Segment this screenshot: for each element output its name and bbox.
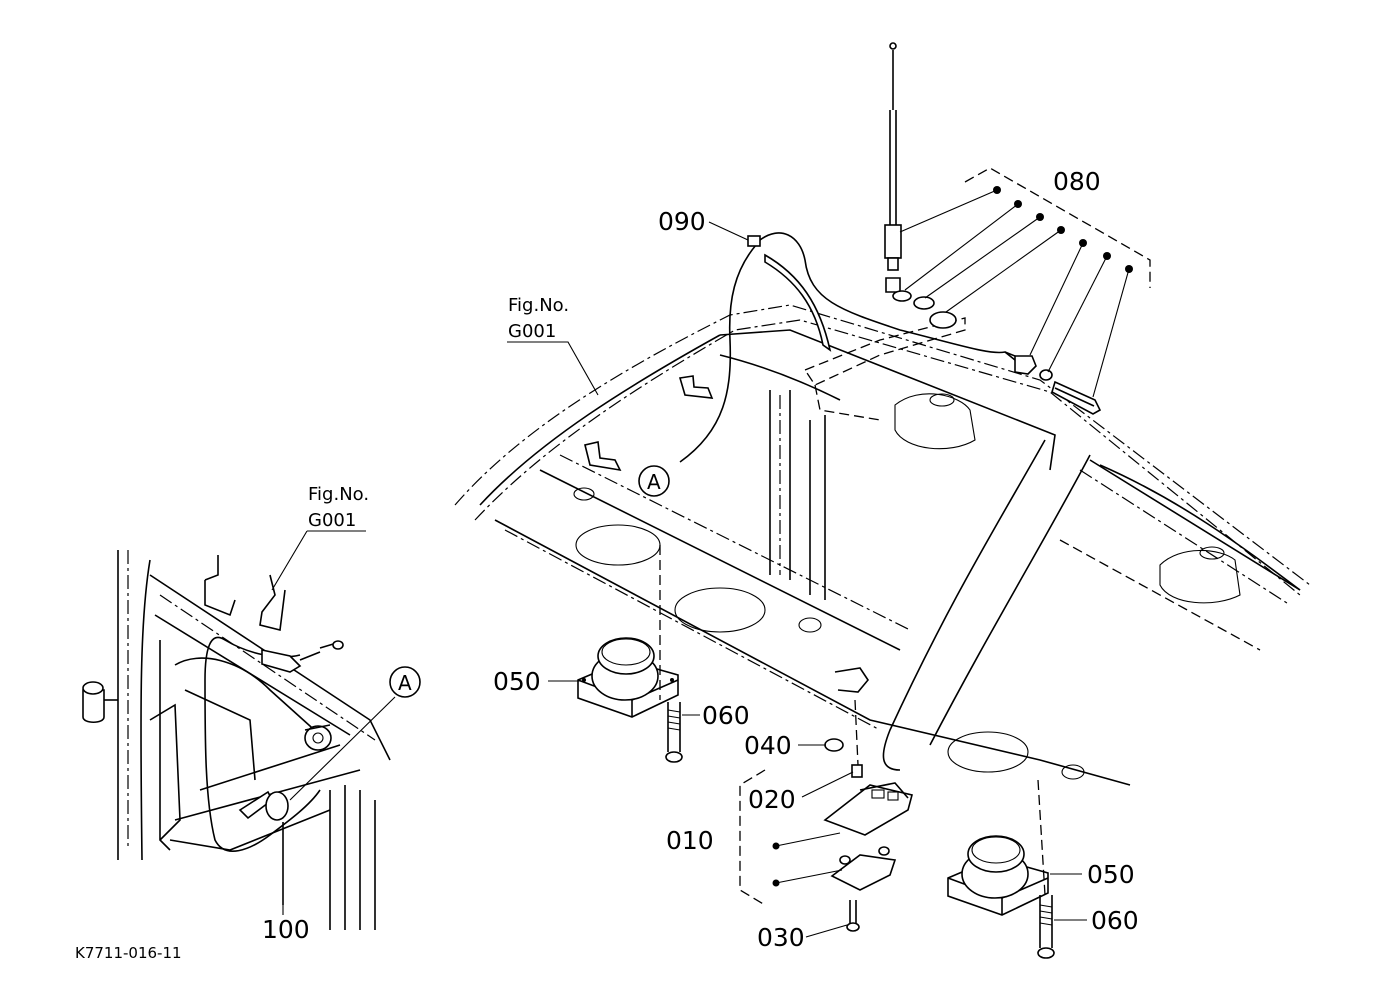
callout-060-left: 060: [702, 701, 750, 730]
fig-ref-label-main: Fig.No.: [508, 295, 569, 316]
speaker-left: [577, 637, 679, 718]
antenna-cable: [679, 232, 1102, 463]
fig-ref-number-left: G001: [308, 510, 356, 531]
detail-marker-left: A: [389, 666, 421, 698]
callout-leaders: [548, 221, 1087, 938]
detail-view-left: [82, 550, 396, 930]
speaker-right: [947, 835, 1049, 916]
screw-left: [659, 545, 683, 763]
callout-050-right: 050: [1087, 860, 1135, 889]
detail-letter-left: A: [398, 671, 412, 695]
callout-090: 090: [658, 207, 706, 236]
drawing-code: K7711-016-11: [75, 944, 182, 962]
detail-letter-main: A: [647, 470, 661, 494]
antenna: [884, 42, 957, 329]
callout-020: 020: [748, 785, 796, 814]
callout-080: 080: [1053, 167, 1101, 196]
screw-right: [1037, 779, 1055, 959]
figure-reference-main: Fig.No. G001: [507, 295, 599, 396]
callout-060-right: 060: [1091, 906, 1139, 935]
figure-reference-left: Fig.No. G001: [271, 484, 369, 591]
roof-panel: [454, 304, 1311, 786]
callout-040: 040: [744, 731, 792, 760]
callout-030: 030: [757, 923, 805, 952]
callout-100: 100: [262, 915, 310, 944]
fig-ref-number-main: G001: [508, 321, 556, 342]
kit-080-bracket: [899, 167, 1151, 398]
detail-marker-main: A: [638, 465, 670, 497]
fig-ref-label-left: Fig.No.: [308, 484, 369, 505]
callout-050-left: 050: [493, 667, 541, 696]
callout-010: 010: [666, 826, 714, 855]
switch-assembly: [739, 699, 913, 932]
